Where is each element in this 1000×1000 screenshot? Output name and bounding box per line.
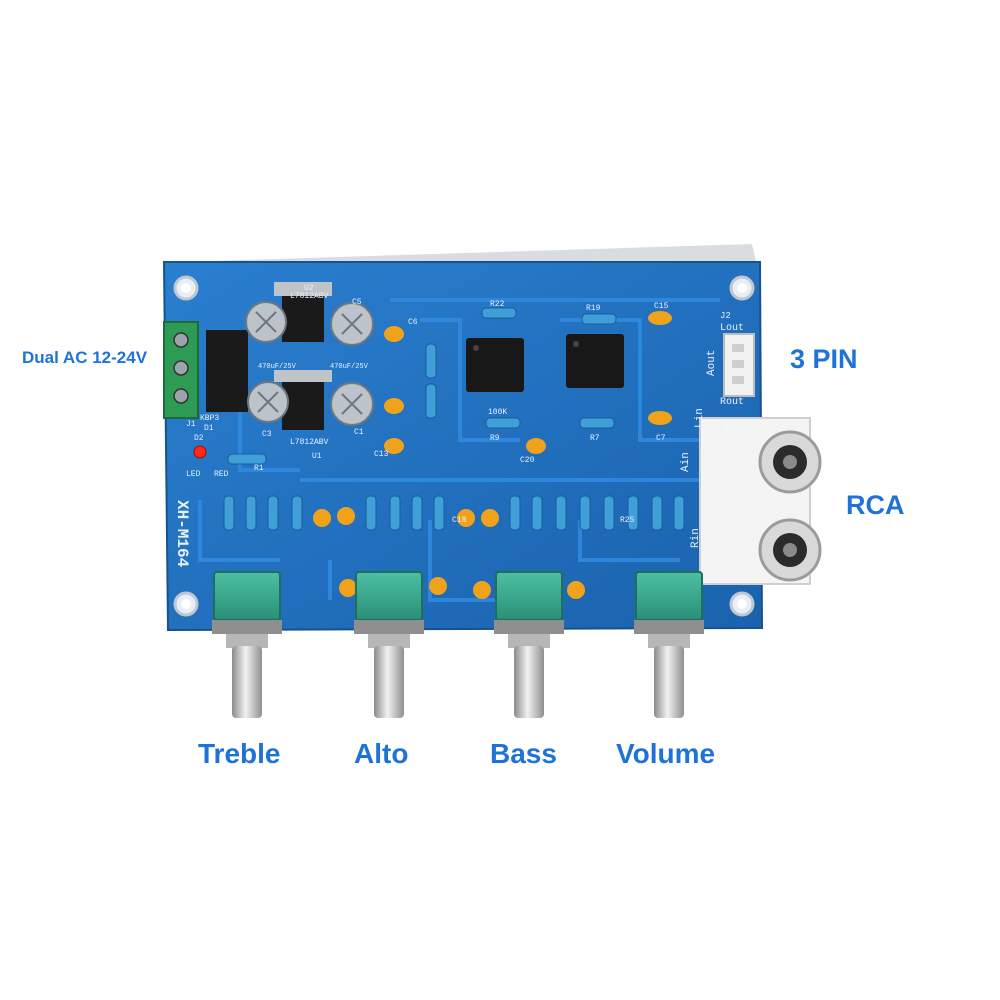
ceramic-capacitors [313, 311, 672, 599]
silk-c15: C15 [654, 302, 669, 311]
potentiometer-volume[interactable] [634, 571, 704, 718]
silk-cap-rating-top: 470uF/25V [258, 363, 297, 371]
silk-r25: R25 [620, 516, 635, 525]
silk-r22: R22 [490, 300, 505, 309]
alto-label: Alto [354, 738, 409, 769]
silk-red: RED [214, 470, 229, 479]
potentiometer-treble[interactable] [212, 571, 282, 718]
silk-c3: C3 [262, 430, 272, 439]
mounting-holes [173, 275, 755, 617]
rca-jacks [699, 417, 822, 585]
silk-j3: J3 [712, 423, 723, 433]
silk-c7: C7 [656, 434, 666, 443]
silk-c5: C5 [352, 298, 362, 307]
resistors [223, 307, 685, 531]
silk-j1: J1 [186, 420, 196, 429]
j2-connector [723, 333, 755, 397]
silk-r1: R1 [254, 464, 264, 473]
silk-lin: Lin [694, 408, 706, 428]
silk-u1-part: L7812ABV [290, 438, 329, 447]
silk-r7: R7 [590, 434, 600, 443]
silk-d2: D2 [194, 434, 204, 443]
silk-c13: C13 [374, 450, 389, 459]
potentiometer-alto[interactable] [354, 571, 424, 718]
silk-ain: Ain [680, 452, 692, 472]
silk-cap-rating-bottom: 470uF/25V [330, 363, 369, 371]
silkscreen-text: U2 L7812ABV C5 C6 470uF/25V 470uF/25V KB… [173, 284, 744, 568]
op-amp-chips [466, 334, 624, 392]
silk-c6: C6 [408, 318, 418, 327]
silk-rin: Rin [690, 528, 702, 548]
volume-label: Volume [616, 738, 716, 769]
rca-label: RCA [846, 490, 905, 520]
silk-u2: U2 [304, 284, 314, 293]
silk-board-model: XH-M164 [173, 500, 191, 568]
silk-c20: C20 [520, 456, 535, 465]
power-input-label: Dual AC 12-24V [22, 348, 148, 367]
silk-aout: Aout [706, 350, 718, 376]
silk-led: LED [186, 470, 201, 479]
treble-label: Treble [198, 738, 281, 769]
silk-c1: C1 [354, 428, 364, 437]
silk-u2-part: L7812ABV [290, 292, 329, 301]
silk-r9: R9 [490, 434, 500, 443]
three-pin-label: 3 PIN [790, 344, 858, 374]
led-indicator [193, 445, 207, 459]
silk-c18: C18 [452, 516, 467, 525]
silk-d1: D1 [204, 424, 214, 433]
silk-r9-value: 100K [488, 408, 507, 417]
silk-u1: U1 [312, 452, 322, 461]
electrolytic-capacitors [245, 301, 374, 426]
silk-j2: J2 [720, 311, 731, 321]
voltage-regulators [274, 282, 332, 430]
silk-r19: R19 [586, 304, 601, 313]
silk-lout: Lout [720, 323, 744, 334]
potentiometer-bass[interactable] [494, 571, 564, 718]
terminal-block-j1 [163, 321, 199, 419]
bass-label: Bass [490, 738, 557, 769]
silk-rout: Rout [720, 397, 744, 408]
bridge-rectifier [206, 330, 248, 412]
silk-d1-part: KBP3 [200, 414, 219, 423]
